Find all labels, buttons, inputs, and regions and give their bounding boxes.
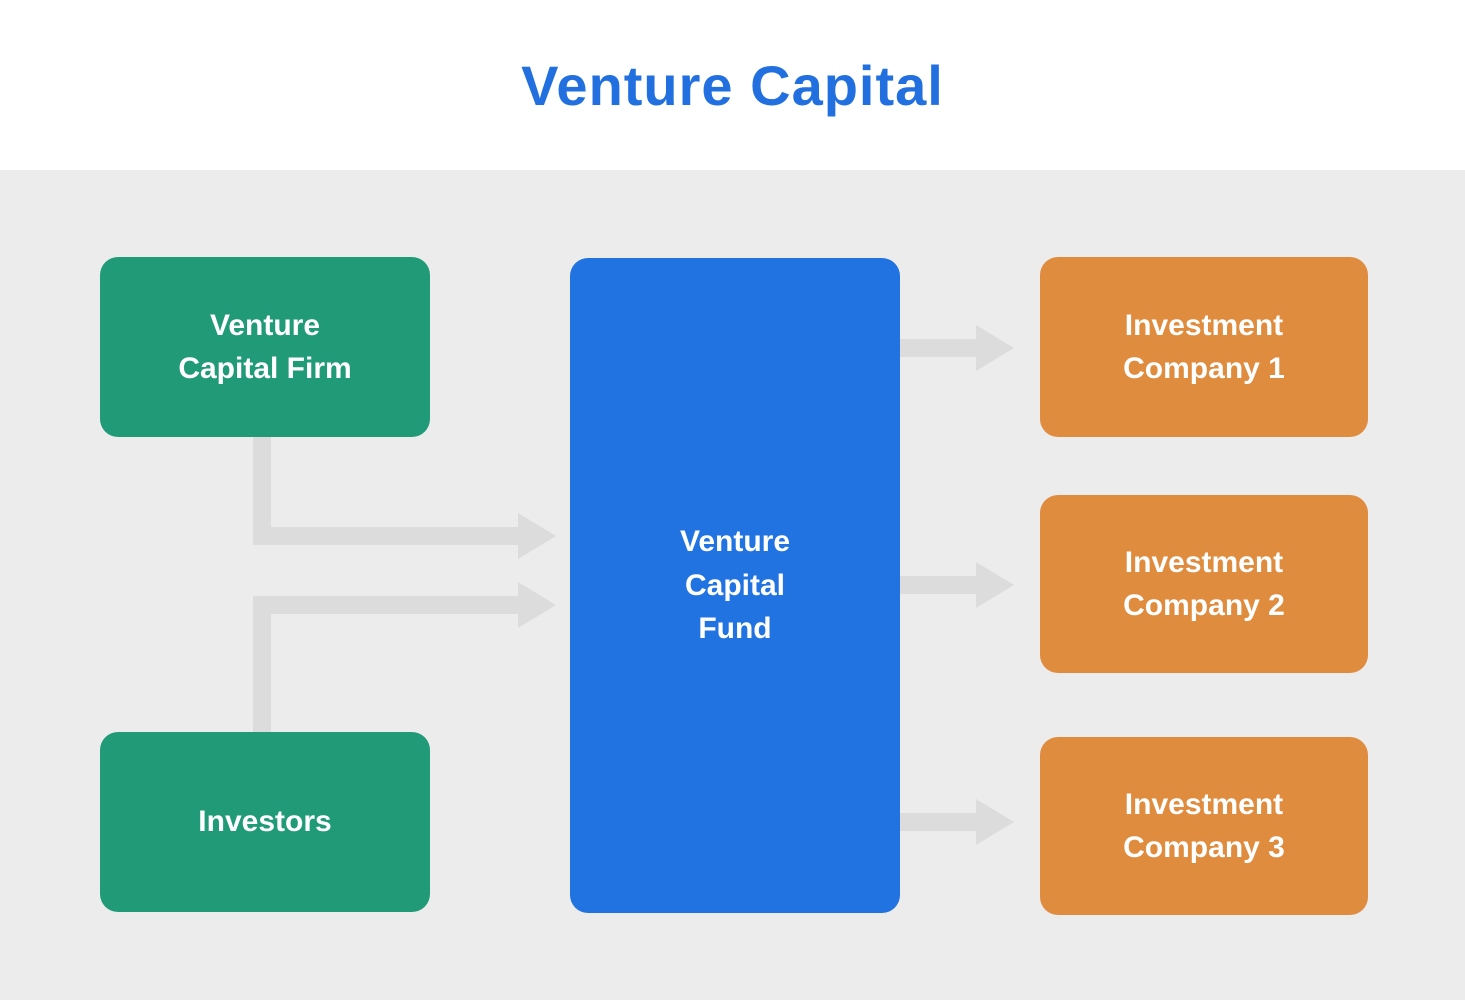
node-investors: Investors <box>100 732 430 912</box>
arrow-fund-to-company3-head-icon <box>976 799 1014 845</box>
arrow-fund-to-company2 <box>900 576 978 594</box>
node-investment-company-3: Investment Company 3 <box>1040 737 1368 915</box>
node-investment-company-3-label: Investment Company 3 <box>1123 787 1285 865</box>
diagram-title: Venture Capital <box>521 53 944 117</box>
arrow-investors-to-fund-horizontal <box>253 596 520 614</box>
diagram-header: Venture Capital <box>0 0 1465 170</box>
arrow-fund-to-company1-head-icon <box>976 325 1014 371</box>
node-venture-capital-firm-label: Venture Capital Firm <box>178 308 352 386</box>
node-investment-company-2: Investment Company 2 <box>1040 495 1368 673</box>
node-venture-capital-fund: Venture Capital Fund <box>570 258 900 913</box>
node-venture-capital-fund-label: Venture Capital Fund <box>679 525 791 646</box>
node-venture-capital-firm: Venture Capital Firm <box>100 257 430 437</box>
arrow-firm-to-fund-vertical <box>253 437 271 545</box>
arrow-investors-to-fund-vertical <box>253 614 271 732</box>
node-investment-company-2-label: Investment Company 2 <box>1123 545 1285 623</box>
node-investment-company-1-label: Investment Company 1 <box>1123 308 1285 386</box>
node-investment-company-1: Investment Company 1 <box>1040 257 1368 437</box>
arrow-fund-to-company1 <box>900 339 978 357</box>
diagram-canvas: Venture Capital Firm Investors Venture C… <box>0 170 1465 1000</box>
arrow-firm-to-fund-head-icon <box>518 513 556 559</box>
arrow-investors-to-fund-head-icon <box>518 582 556 628</box>
arrow-fund-to-company2-head-icon <box>976 562 1014 608</box>
arrow-firm-to-fund-horizontal <box>253 527 520 545</box>
node-investors-label: Investors <box>198 805 332 839</box>
arrow-fund-to-company3 <box>900 813 978 831</box>
